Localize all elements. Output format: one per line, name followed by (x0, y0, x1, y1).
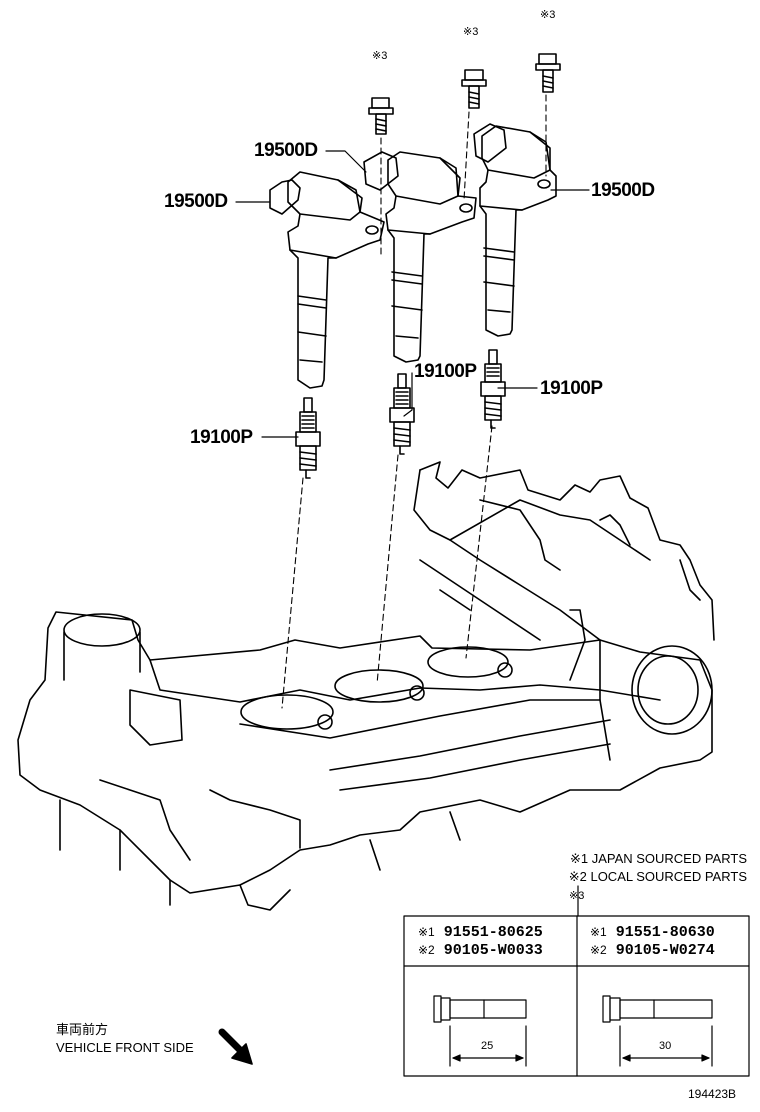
part-number: 91551-80625 (443, 924, 543, 941)
japan-mark: ※1 (590, 925, 607, 939)
centerlines (281, 94, 547, 709)
bolt-length-25: 25 (481, 1040, 494, 1052)
local-mark: ※2 (590, 943, 607, 957)
ignition-coil-right (473, 123, 557, 337)
figure-id: 194423B (688, 1087, 737, 1101)
bolt-right (535, 53, 561, 93)
coil-label-center: 19500D (254, 140, 318, 161)
vehicle-front-label: 車両前方 VEHICLE FRONT SIDE (56, 1021, 194, 1056)
front-arrow-icon (218, 1028, 253, 1065)
upper-housing (413, 461, 715, 641)
part-number: 90105-W0274 (615, 942, 715, 959)
table-col2-row1: ※1 91551-80630 (590, 924, 715, 942)
bolt-left (368, 97, 394, 135)
part-number: 91551-80630 (615, 924, 715, 941)
japan-mark: ※1 (418, 925, 435, 939)
bolt-ref-center: ※3 (463, 26, 479, 38)
table-ref-mark: ※3 (569, 890, 585, 902)
coil-label-left: 19500D (164, 191, 228, 212)
table-col1-row1: ※1 91551-80625 (418, 924, 543, 942)
leader-lines (235, 150, 590, 917)
note-japan-sourced: ※1 JAPAN SOURCED PARTS (569, 851, 747, 866)
vehicle-front-en: VEHICLE FRONT SIDE (56, 1039, 194, 1055)
coil-label-right: 19500D (591, 180, 655, 201)
local-mark: ※2 (418, 943, 435, 957)
spark-plug-center (389, 373, 415, 455)
part-number: 90105-W0033 (443, 942, 543, 959)
bolt-ref-right: ※3 (540, 9, 556, 21)
bolt-table (403, 915, 750, 1077)
table-col2-row2: ※2 90105-W0274 (590, 942, 715, 960)
spark-plug-left (295, 397, 321, 479)
vehicle-front-jp: 車両前方 (56, 1022, 109, 1037)
spark-plug-right (480, 349, 506, 429)
bolt-ref-left: ※3 (372, 50, 388, 62)
plug-label-center: 19100P (414, 361, 477, 382)
plug-label-left: 19100P (190, 427, 253, 448)
cylinder-head (17, 609, 713, 911)
ignition-coil-center (363, 151, 477, 363)
plug-label-right: 19100P (540, 378, 603, 399)
note-local-sourced: ※2 LOCAL SOURCED PARTS (568, 869, 747, 884)
ignition-coil-left (269, 171, 385, 389)
table-col1-row2: ※2 90105-W0033 (418, 942, 543, 960)
bolt-center (461, 69, 487, 109)
bolt-length-30: 30 (659, 1040, 672, 1052)
